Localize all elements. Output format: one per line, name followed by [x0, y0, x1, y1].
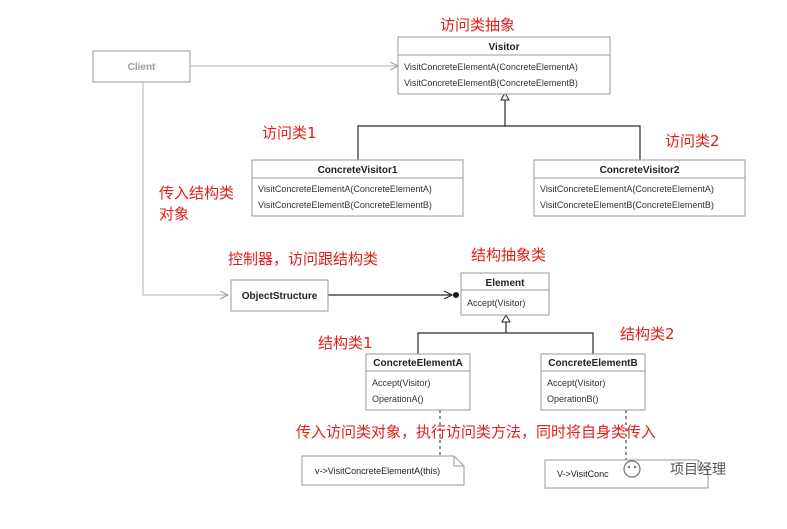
visitor-generalization-arrowhead [500, 91, 510, 101]
class-concrete-visitor1-title: ConcreteVisitor1 [318, 165, 398, 176]
client-to-objectstructure-association [142, 82, 228, 295]
class-concrete-visitor1-method: VisitConcreteElementA(ConcreteElementA) [258, 184, 432, 194]
class-client: Client [92, 50, 191, 83]
element-generalization-arrowhead [501, 313, 511, 323]
class-client-title: Client [128, 62, 156, 73]
class-concrete-visitor2-title: ConcreteVisitor2 [600, 165, 680, 176]
class-concrete-element-a-title: ConcreteElementA [373, 358, 462, 369]
class-visitor-title: Visitor [489, 42, 520, 53]
class-visitor-method: VisitConcreteElementA(ConcreteElementA) [404, 62, 578, 72]
class-element-title: Element [486, 278, 526, 289]
class-element-method: Accept(Visitor) [467, 298, 525, 308]
annotation-element1: 结构类1 [318, 334, 373, 352]
class-concrete-element-a: ConcreteElementA Accept(Visitor) Operati… [365, 353, 471, 411]
class-concrete-element-b-method: Accept(Visitor) [547, 378, 605, 388]
class-object-structure-title: ObjectStructure [242, 291, 318, 302]
annotation-element-abstract: 结构抽象类 [471, 246, 546, 264]
class-concrete-visitor1: ConcreteVisitor1 VisitConcreteElementA(C… [251, 159, 464, 217]
note-a-text: v->VisitConcreteElementA(this) [315, 466, 440, 476]
class-visitor: Visitor VisitConcreteElementA(ConcreteEl… [397, 36, 611, 95]
class-concrete-visitor2: ConcreteVisitor2 VisitConcreteElementA(C… [533, 159, 746, 217]
class-concrete-visitor1-method: VisitConcreteElementB(ConcreteElementB) [258, 200, 432, 210]
class-concrete-element-b: ConcreteElementB Accept(Visitor) Operati… [540, 353, 646, 411]
annotation-pass-visitor: 传入访问类对象，执行访问类方法，同时将自身类传入 [296, 423, 656, 441]
class-concrete-element-b-method: OperationB() [547, 394, 599, 404]
aggregation-arrowhead [443, 290, 454, 300]
annotation-visitor2: 访问类2 [665, 132, 720, 150]
note-b-text: V->VisitConc [557, 469, 609, 479]
annotation-controller: 控制器，访问跟结构类 [228, 250, 378, 268]
class-concrete-visitor2-method: VisitConcreteElementB(ConcreteElementB) [540, 200, 714, 210]
note-a: v->VisitConcreteElementA(this) [301, 455, 465, 486]
class-object-structure: ObjectStructure [230, 279, 329, 312]
class-concrete-element-a-method: Accept(Visitor) [372, 378, 430, 388]
aggregation-end-dot [453, 292, 459, 298]
annotation-pass-structure-line1: 传入结构类 [159, 184, 234, 202]
visitor-inheritance-tree [357, 125, 641, 160]
annotation-visitor-abstract: 访问类抽象 [440, 16, 515, 34]
class-concrete-element-a-method: OperationA() [372, 394, 424, 404]
class-concrete-visitor2-method: VisitConcreteElementA(ConcreteElementA) [540, 184, 714, 194]
class-element: Element Accept(Visitor) [460, 272, 550, 316]
element-inheritance-tree [417, 332, 594, 354]
watermark-text: 项目经理 [670, 462, 726, 478]
watermark: 项目经理 [623, 460, 726, 478]
annotation-pass-structure-line2: 对象 [159, 205, 189, 223]
annotation-element2: 结构类2 [620, 325, 675, 343]
class-concrete-element-b-title: ConcreteElementB [548, 358, 637, 369]
class-visitor-method: VisitConcreteElementB(ConcreteElementB) [404, 78, 578, 88]
watermark-icon [623, 460, 641, 478]
annotation-visitor1: 访问类1 [262, 124, 317, 142]
